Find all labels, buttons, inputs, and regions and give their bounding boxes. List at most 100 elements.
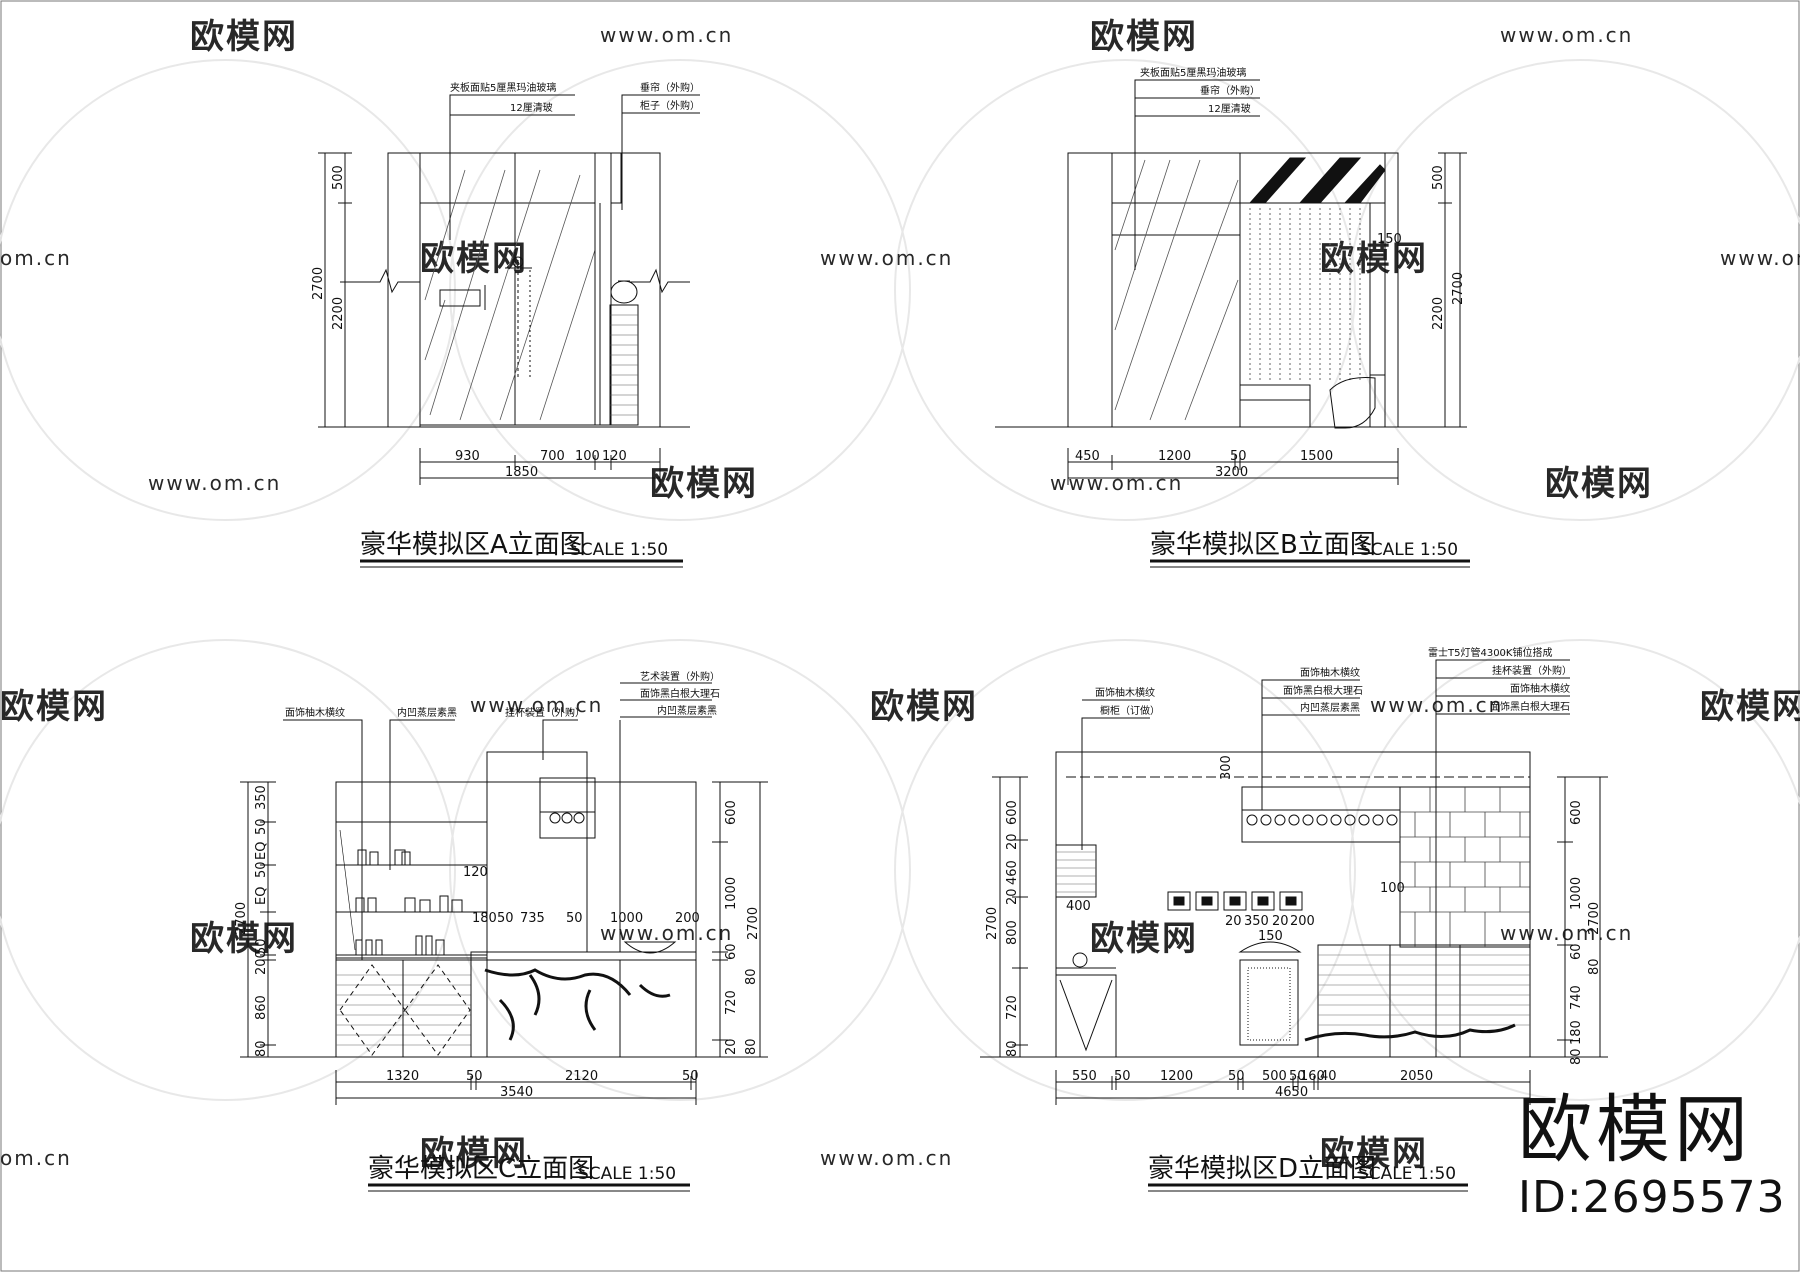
dim-label: 100 — [1380, 881, 1405, 896]
dim-label: 1000 — [724, 877, 739, 910]
dim-label: 60 — [724, 943, 739, 960]
brand-id: ID:2695573 — [1518, 1172, 1786, 1223]
drawing-title: 豪华模拟区C立面图 — [368, 1154, 594, 1184]
dim-label: 80 — [744, 968, 759, 985]
dim-label: 60 — [1569, 943, 1584, 960]
brand-mark: 欧模网 ID:2695573 — [1518, 1087, 1786, 1223]
dim-label: 100 — [575, 449, 600, 464]
dim-label: 50 — [254, 938, 269, 955]
watermark-url: www.om.cn — [600, 23, 733, 47]
watermark-url: om.cn — [0, 1146, 72, 1170]
dim-label: 500 — [331, 165, 346, 190]
note: 12厘清玻 — [510, 101, 553, 114]
watermark-url: www.om.cn — [820, 1146, 953, 1170]
dim-label: EQ — [254, 887, 269, 905]
dim-label: 600 — [724, 800, 739, 825]
elevation-a — [318, 94, 700, 485]
elevation-d-notes: 雷士T5灯管4300K铺位搭成 挂杯装置（外购） 面饰柚木横纹 面饰黑白根大理石… — [1095, 646, 1572, 717]
dim-label: 20 — [724, 1038, 739, 1055]
dim-label: 2700 — [1451, 272, 1466, 305]
note: 内凹蒸层素黑 — [657, 704, 717, 717]
note: 挂杯装置（外购） — [1492, 664, 1572, 677]
elevation-c — [240, 682, 768, 1105]
elevation-b-notes: 夹板面贴5厘黑玛油玻璃 垂帘（外购） 12厘清玻 — [1140, 66, 1260, 115]
dim-label: 720 — [1005, 995, 1020, 1020]
dim-label: 50 — [1228, 1069, 1245, 1084]
dim-label: 80 — [1569, 1048, 1584, 1065]
note: 面饰黑白根大理石 — [1490, 700, 1570, 713]
note: 夹板面贴5厘黑玛油玻璃 — [450, 81, 556, 94]
elevation-c-notes: 面饰柚木横纹 内凹蒸层素黑 挂杯装置（外购） 艺术装置（外购） 面饰黑白根大理石… — [285, 670, 720, 719]
note: 12厘清玻 — [1208, 102, 1251, 115]
watermark-url: www.om.cn — [1720, 246, 1800, 270]
dim-label: 930 — [455, 449, 480, 464]
dim-label: 180 — [472, 911, 497, 926]
dim-label: 2700 — [1587, 902, 1602, 935]
watermark-url: www.om.cn — [148, 471, 281, 495]
dim-label: 80 — [744, 1038, 759, 1055]
note: 面饰柚木横纹 — [1510, 682, 1570, 695]
dim-label: 350 — [254, 785, 269, 810]
dim-label: 180 — [1569, 1020, 1584, 1045]
watermark-url: www.om.cn — [1500, 23, 1633, 47]
watermark-text: 欧模网 — [190, 17, 298, 57]
dim-label: 300 — [1219, 755, 1234, 780]
dim-label: 450 — [1075, 449, 1100, 464]
dim-label: 120 — [463, 865, 488, 880]
watermark-text: 欧模网 — [420, 1134, 528, 1174]
note: 面饰柚木横纹 — [1095, 686, 1155, 699]
dim-label: 200 — [254, 950, 269, 975]
dim-label: 20 — [1272, 914, 1289, 929]
dim-label: 80 — [1587, 958, 1602, 975]
watermark-text: 欧模网 — [1090, 17, 1198, 57]
dim-label: 2700 — [311, 267, 326, 300]
dim-label: 200 — [1290, 914, 1315, 929]
dim-label: 2050 — [1400, 1069, 1433, 1084]
drawing-scale: SCALE 1:50 — [570, 540, 668, 560]
elevation-b-dimensions: 450 1200 50 1500 3200 500 2200 2700 150 — [1075, 165, 1466, 480]
note: 艺术装置（外购） — [640, 670, 720, 683]
dim-label: 160 — [1300, 1069, 1325, 1084]
dim-label: 2700 — [746, 907, 761, 940]
watermark-layer: 欧模网 欧模网 欧模网 欧模网 欧模网 欧模网 欧模网 欧模网 欧模网 欧模网 … — [0, 17, 1800, 1174]
dim-label: 2700 — [234, 902, 249, 935]
watermark-text: 欧模网 — [1090, 919, 1198, 959]
note: 雷士T5灯管4300K铺位搭成 — [1428, 646, 1552, 659]
dim-label: 500 — [1431, 165, 1446, 190]
dim-label: 500 — [1262, 1069, 1287, 1084]
drawing-title: 豪华模拟区A立面图 — [360, 530, 586, 560]
dim-label: 50 — [1230, 449, 1247, 464]
elevation-d — [980, 659, 1608, 1105]
dim-label: 2120 — [565, 1069, 598, 1084]
watermark-text: 欧模网 — [870, 687, 978, 727]
dim-label: 1000 — [1569, 877, 1584, 910]
elevation-a-dimensions: 930 700 100 120 1850 500 2200 2700 — [311, 165, 627, 480]
drawing-title: 豪华模拟区B立面图 — [1150, 530, 1376, 560]
watermark-text: 欧模网 — [190, 919, 298, 959]
dim-label: 700 — [540, 449, 565, 464]
elevation-b — [995, 79, 1467, 485]
watermark-text: 欧模网 — [0, 687, 108, 727]
watermark-text: 欧模网 — [1320, 239, 1428, 279]
watermark-url: www.om.cn — [470, 693, 603, 717]
dim-label: 120 — [602, 449, 627, 464]
dim-label: 50 — [1114, 1069, 1131, 1084]
dim-label: 20 — [1225, 914, 1242, 929]
note: 柜子（外购） — [640, 99, 700, 112]
watermark-url: www.om.cn — [1500, 921, 1633, 945]
elevation-d-dimensions: 550 50 1200 50 500 50 160 40 2050 4650 3… — [985, 755, 1602, 1100]
brand-name: 欧模网 — [1518, 1087, 1752, 1173]
watermark-url: www.om.cn — [600, 921, 733, 945]
elevation-b-title-block: 豪华模拟区B立面图 SCALE 1:50 — [1150, 530, 1470, 568]
dim-label: 3540 — [500, 1085, 533, 1100]
dim-label: 1850 — [505, 465, 538, 480]
elevation-a-title-block: 豪华模拟区A立面图 SCALE 1:50 — [360, 530, 683, 568]
dim-label: 800 — [1005, 920, 1020, 945]
dim-label: 150 — [1377, 232, 1402, 247]
dim-label: 1200 — [1158, 449, 1191, 464]
dim-label: 80 — [254, 1040, 269, 1057]
dim-label: 740 — [1569, 985, 1584, 1010]
watermark-text: 欧模网 — [1545, 464, 1653, 504]
